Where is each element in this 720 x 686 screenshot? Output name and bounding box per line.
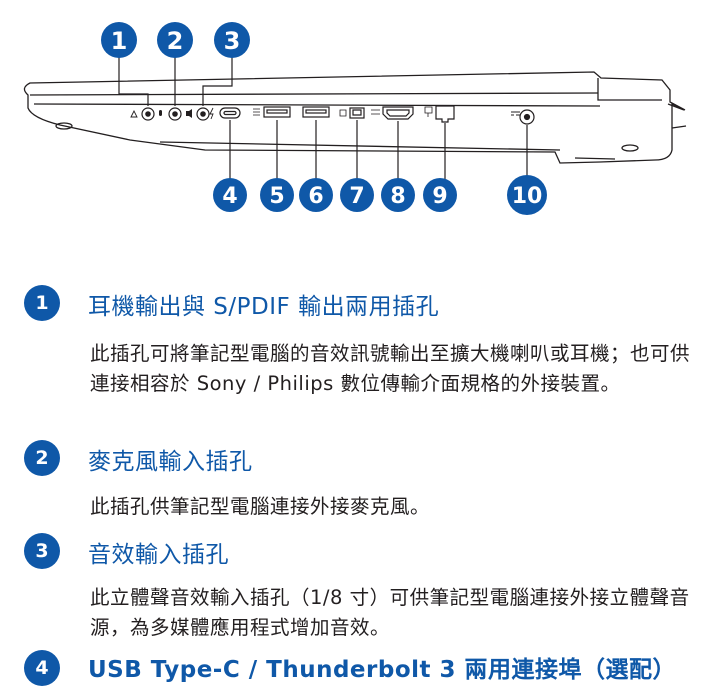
usb-c-port-icon	[219, 107, 241, 119]
callout-badge-label: 7	[349, 184, 364, 209]
callout-badge-label: 3	[224, 27, 241, 55]
audio-in-port-icon	[196, 107, 210, 121]
callout-badge-7	[340, 178, 374, 212]
hdmi-port-icon	[382, 106, 414, 120]
dc-symbol-icon	[511, 111, 520, 116]
section-heading: USB Type-C / Thunderbolt 3 兩用連接埠（選配）	[88, 657, 677, 683]
dc-power-port-icon	[519, 109, 535, 125]
audio-out-port-icon	[141, 107, 155, 121]
callout-badge-label: 1	[111, 27, 128, 55]
callout-badge-label: 6	[308, 184, 323, 209]
callout-badge-1	[101, 22, 137, 58]
callout-badge-label: 2	[167, 27, 184, 55]
usb-symbol-icon	[253, 108, 260, 116]
callout-badge-3	[214, 22, 250, 58]
display-symbol-icon	[339, 109, 347, 117]
section-number-badge: 3	[24, 533, 60, 569]
section-number-badge: 1	[24, 285, 60, 321]
callout-badge-2	[157, 22, 193, 58]
audio-in-symbol-icon	[186, 109, 192, 118]
hdmi-symbol-icon	[371, 109, 380, 115]
laptop-side-diagram: 1 2 3 4 5 6 7 8 9 10	[23, 22, 687, 215]
usb-a-port-icon	[263, 106, 291, 118]
callout-badge-label: 5	[269, 184, 284, 209]
ethernet-port-icon	[435, 105, 455, 123]
section-number-badge: 2	[24, 440, 60, 476]
section-number-badge: 4	[24, 650, 60, 686]
lan-symbol-icon	[424, 106, 433, 117]
thunderbolt-symbol-icon	[209, 107, 214, 120]
headphone-symbol-icon	[130, 109, 138, 118]
section-heading: 音效輸入插孔	[88, 542, 229, 568]
callout-badge-10	[507, 175, 547, 215]
callout-badge-label: 4	[222, 184, 237, 209]
port-symbols	[130, 106, 520, 120]
side-ports	[141, 105, 535, 125]
callout-badge-label: 8	[390, 184, 405, 209]
usb-a-port-icon	[302, 106, 330, 118]
mic-symbol-icon	[159, 110, 162, 116]
section-heading: 耳機輸出與 S/PDIF 輸出兩用插孔	[88, 294, 440, 320]
laptop-illustration	[23, 71, 687, 164]
callout-badge-4	[213, 178, 247, 212]
callout-lines	[118, 57, 528, 182]
section-description: 此立體聲音效輸入插孔（1/8 寸）可供筆記型電腦連接外接立體聲音源，為多媒體應用…	[90, 586, 690, 639]
callout-badge-9	[423, 178, 457, 212]
bottom-callout-badges: 4 5 6 7 8 9 10	[213, 175, 547, 215]
mini-displayport-icon	[349, 107, 365, 119]
section-heading: 麥克風輸入插孔	[88, 449, 253, 475]
top-callout-badges: 1 2 3	[101, 22, 250, 58]
callout-badge-6	[299, 178, 333, 212]
callout-badge-label: 9	[432, 184, 447, 209]
section-description: 此插孔可將筆記型電腦的音效訊號輸出至擴大機喇叭或耳機；也可供連接相容於 Sony…	[90, 342, 691, 395]
callout-badge-label: 10	[512, 184, 543, 209]
mic-in-port-icon	[168, 107, 182, 121]
callout-badge-8	[381, 178, 415, 212]
section-description: 此插孔供筆記型電腦連接外接麥克風。	[90, 495, 431, 518]
callout-badge-5	[260, 178, 294, 212]
